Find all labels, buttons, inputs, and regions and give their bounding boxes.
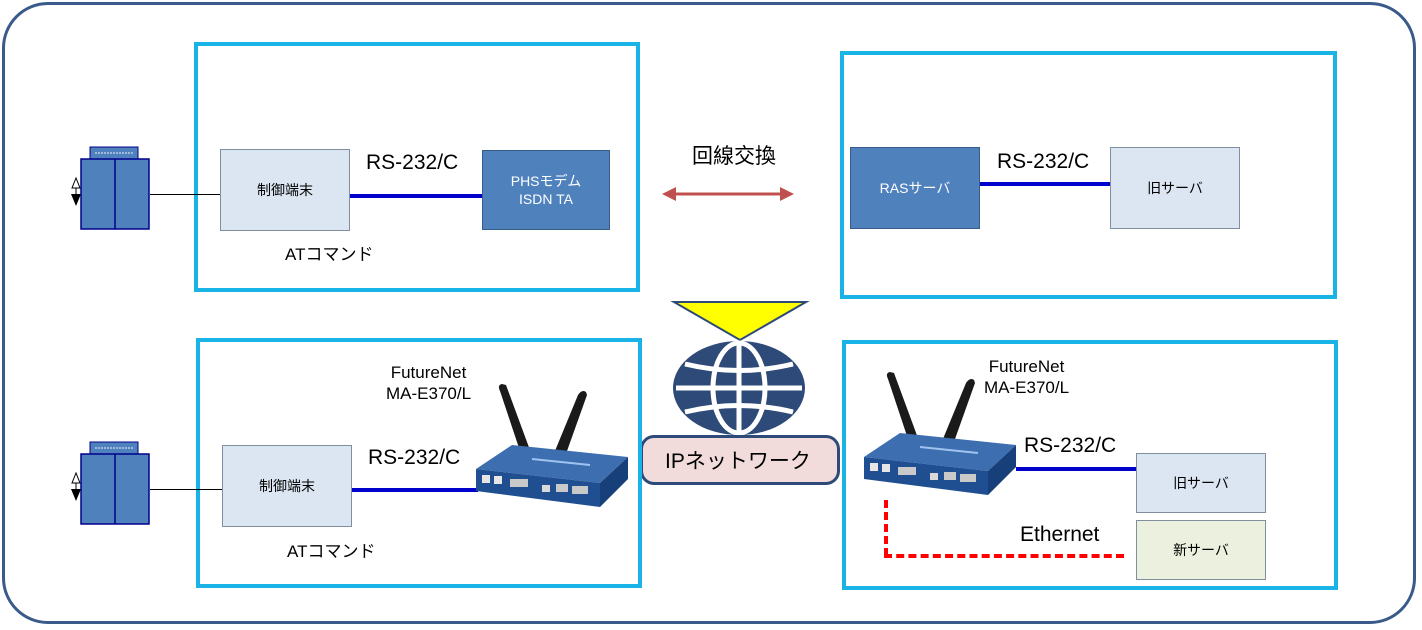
new-server-label: 新サーバ [1173, 542, 1229, 558]
old-server-box: 旧サーバ [1136, 453, 1266, 513]
futurenet-label: FutureNet [988, 357, 1065, 376]
phs-modem-label: PHSモデム [510, 173, 582, 189]
plc-device-icon [71, 146, 150, 230]
router-icon [476, 384, 628, 507]
serial-line [350, 194, 482, 198]
rs232c-label: RS-232/C [366, 151, 459, 174]
at-command-label: ATコマンド [285, 245, 374, 264]
router-icon [864, 372, 1016, 495]
globe-icon [673, 340, 805, 436]
control-terminal-box: 制御端末 [222, 445, 352, 527]
ip-network-pipe: IPネットワーク [640, 435, 840, 485]
device-cable [150, 194, 222, 195]
ethernet-label: Ethernet [1020, 523, 1100, 546]
serial-line [1016, 467, 1136, 471]
rs232c-label: RS-232/C [1024, 434, 1117, 457]
control-terminal-label: 制御端末 [259, 478, 315, 494]
ras-server-label: RASサーバ [879, 180, 951, 196]
plc-device-icon [71, 441, 150, 525]
serial-line [980, 182, 1110, 186]
phs-modem-box: PHSモデム ISDN TA [482, 150, 610, 230]
new-server-box: 新サーバ [1136, 520, 1266, 580]
device-cable [150, 489, 222, 490]
old-server-label: 旧サーバ [1173, 475, 1229, 491]
model-label: MA-E370/L [386, 384, 472, 403]
ethernet-line [884, 554, 1124, 558]
futurenet-caption: FutureNet MA-E370/L [984, 356, 1069, 398]
double-arrow-icon [662, 187, 794, 201]
isdn-ta-label: ISDN TA [519, 191, 573, 207]
migration-arrow-icon [670, 301, 810, 342]
control-terminal-box: 制御端末 [220, 149, 350, 231]
old-server-box: 旧サーバ [1110, 147, 1240, 229]
model-label: MA-E370/L [984, 378, 1070, 397]
futurenet-label: FutureNet [390, 363, 467, 382]
at-command-label: ATコマンド [287, 542, 376, 561]
control-terminal-label: 制御端末 [257, 182, 313, 198]
line-switching-label: 回線交換 [692, 145, 776, 168]
ethernet-line-vertical [884, 500, 888, 556]
ip-network-label: IPネットワーク [665, 450, 811, 473]
old-server-label: 旧サーバ [1147, 180, 1203, 196]
rs232c-label: RS-232/C [368, 446, 461, 469]
serial-line [352, 488, 478, 492]
rs232c-label: RS-232/C [997, 150, 1090, 173]
ras-server-box: RASサーバ [850, 147, 980, 229]
futurenet-caption: FutureNet MA-E370/L [386, 362, 471, 404]
